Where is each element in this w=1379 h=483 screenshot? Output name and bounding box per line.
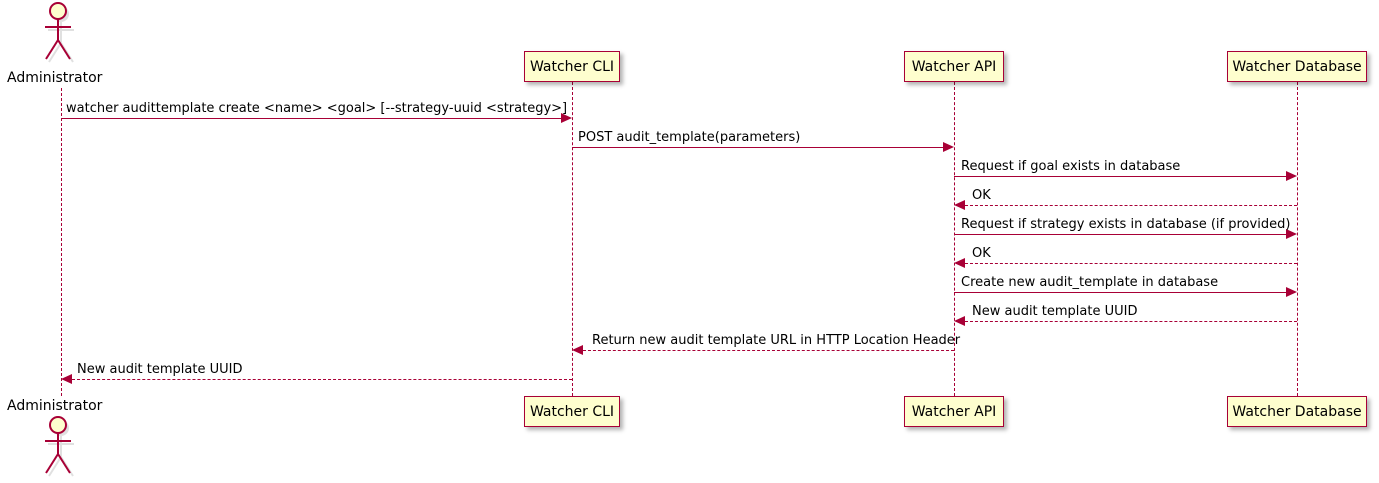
message-line-7 [954, 292, 1286, 293]
participant-label-watcher-api-bottom: Watcher API [911, 403, 997, 420]
message-arrowhead-3 [1286, 171, 1297, 181]
message-arrowhead-6 [954, 258, 965, 268]
message-label-1: watcher audittemplate create <name> <goa… [66, 101, 568, 116]
actor-label-administrator-bottom: Administrator [7, 398, 103, 414]
participant-label-watcher-cli-top: Watcher CLI [529, 58, 615, 75]
message-line-1 [61, 118, 561, 119]
message-arrowhead-4 [954, 200, 965, 210]
actor-administrator-bottom [45, 416, 74, 477]
message-line-3 [954, 176, 1286, 177]
message-line-8 [965, 321, 1297, 322]
message-label-10: New audit template UUID [77, 362, 243, 377]
participant-watcher-database-top[interactable]: Watcher Database [1227, 51, 1367, 82]
message-arrowhead-1 [561, 113, 572, 123]
participant-watcher-api-bottom[interactable]: Watcher API [904, 396, 1004, 427]
lifeline-watcher-cli [572, 82, 573, 396]
participant-watcher-database-bottom[interactable]: Watcher Database [1227, 396, 1367, 427]
message-line-4 [965, 205, 1297, 206]
participant-label-watcher-database-bottom: Watcher Database [1232, 403, 1362, 420]
message-arrowhead-10 [61, 374, 72, 384]
message-arrowhead-8 [954, 316, 965, 326]
message-line-10 [72, 379, 572, 380]
message-line-6 [965, 263, 1297, 264]
message-label-6: OK [972, 246, 991, 261]
message-arrowhead-2 [943, 142, 954, 152]
message-arrowhead-9 [572, 345, 583, 355]
message-label-7: Create new audit_template in database [961, 275, 1219, 290]
participant-watcher-api-top[interactable]: Watcher API [904, 51, 1004, 82]
message-line-2 [572, 147, 943, 148]
actor-administrator-top [45, 2, 74, 63]
lifeline-watcher-db [1297, 82, 1298, 396]
participant-label-watcher-database-top: Watcher Database [1232, 58, 1362, 75]
message-label-4: OK [972, 188, 991, 203]
message-label-5: Request if strategy exists in database (… [961, 217, 1291, 232]
message-label-9: Return new audit template URL in HTTP Lo… [592, 333, 961, 348]
lifeline-administrator [61, 88, 62, 396]
participant-watcher-cli-top[interactable]: Watcher CLI [524, 51, 620, 82]
message-label-2: POST audit_template(parameters) [578, 130, 801, 145]
message-line-9 [583, 350, 954, 351]
participant-watcher-cli-bottom[interactable]: Watcher CLI [524, 396, 620, 427]
message-label-8: New audit template UUID [972, 304, 1138, 319]
message-arrowhead-5 [1286, 229, 1297, 239]
message-line-5 [954, 234, 1286, 235]
actor-label-administrator-top: Administrator [7, 70, 103, 86]
message-label-3: Request if goal exists in database [961, 159, 1181, 174]
participant-label-watcher-api-top: Watcher API [911, 58, 997, 75]
lifeline-watcher-api [954, 82, 955, 396]
message-arrowhead-7 [1286, 287, 1297, 297]
participant-label-watcher-cli-bottom: Watcher CLI [529, 403, 615, 420]
